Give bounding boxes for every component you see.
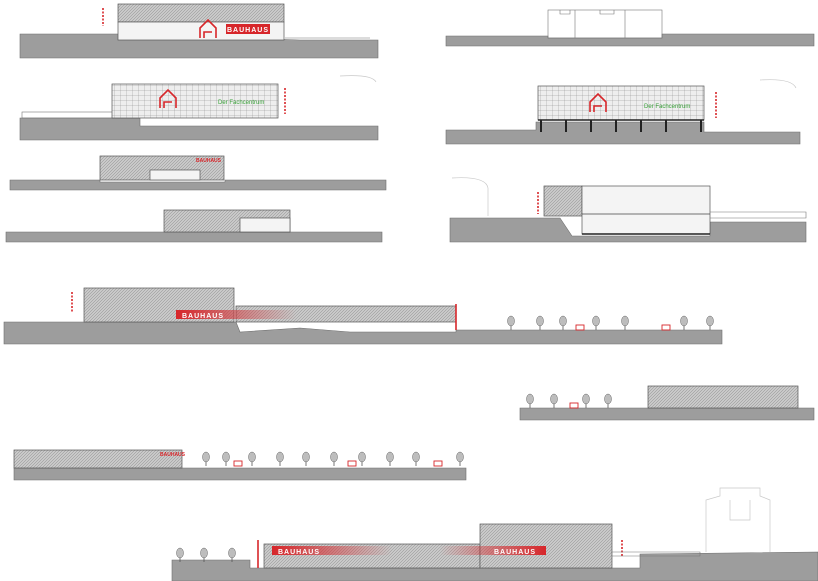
small-logo-text: BAUHAUS [196,158,222,164]
elevation-front-main: BAUHAUS [19,3,379,59]
glazed-facade [111,83,279,119]
bauhaus-sign [176,310,296,319]
bauhaus-sign-text-right: BAUHAUS [494,549,536,556]
ground-section [445,121,801,145]
car-icon [661,324,671,331]
small-logo-text-2: BAUHAUS [160,452,186,458]
bauhaus-sign-text: BAUHAUS [182,313,224,320]
elevation-rear-trees: BAUHAUS [13,449,467,481]
elevation-side-north [445,9,815,47]
ground-section [5,231,383,243]
garden-sign-text: Der Fachcentrum [218,100,264,106]
trees-row [526,393,612,409]
ground-section [9,179,387,191]
trees-row [507,315,714,331]
elevation-section-annex [449,177,807,243]
elevation-section-glazed: Der Fachcentrum [445,79,801,145]
bauhaus-sign-text: BAUHAUS [227,27,269,34]
ground-section [3,321,723,345]
elevation-rear-low-2 [5,209,383,243]
facade [13,449,183,469]
car-icon [569,402,579,409]
garden-sign-text-2: Der Fachcentrum [644,104,690,110]
elevation-front-glazed: Der Fachcentrum [19,75,379,141]
main-volume [581,185,711,235]
car-icon [347,460,357,467]
ground-section [13,467,467,481]
elevation-rear-low: BAUHAUS [9,155,387,191]
car-icon [433,460,443,467]
ground-section [445,33,815,47]
elevation-short-side [519,385,815,421]
annex-facade [543,185,583,217]
glazed-facade [537,85,705,121]
ground-section [171,551,818,581]
house-logo-icon [589,92,607,112]
bauhaus-sign [226,24,270,34]
columns [540,120,702,132]
elevation-long-front: BAUHAUS BAUHAUS [171,487,818,581]
ground-section [519,407,815,421]
bauhaus-sign-right [440,546,546,555]
bauhaus-sign-left [272,546,392,555]
car-icon [575,324,585,331]
house-logo-icon [199,18,217,38]
car-icon [233,460,243,467]
building-outline [547,9,663,39]
facade [647,385,799,409]
ground-section [19,117,379,141]
house-logo-icon [159,88,177,108]
elevation-long-side: BAUHAUS [3,287,723,345]
bauhaus-sign-text-left: BAUHAUS [278,549,320,556]
facade-upper [117,3,285,23]
